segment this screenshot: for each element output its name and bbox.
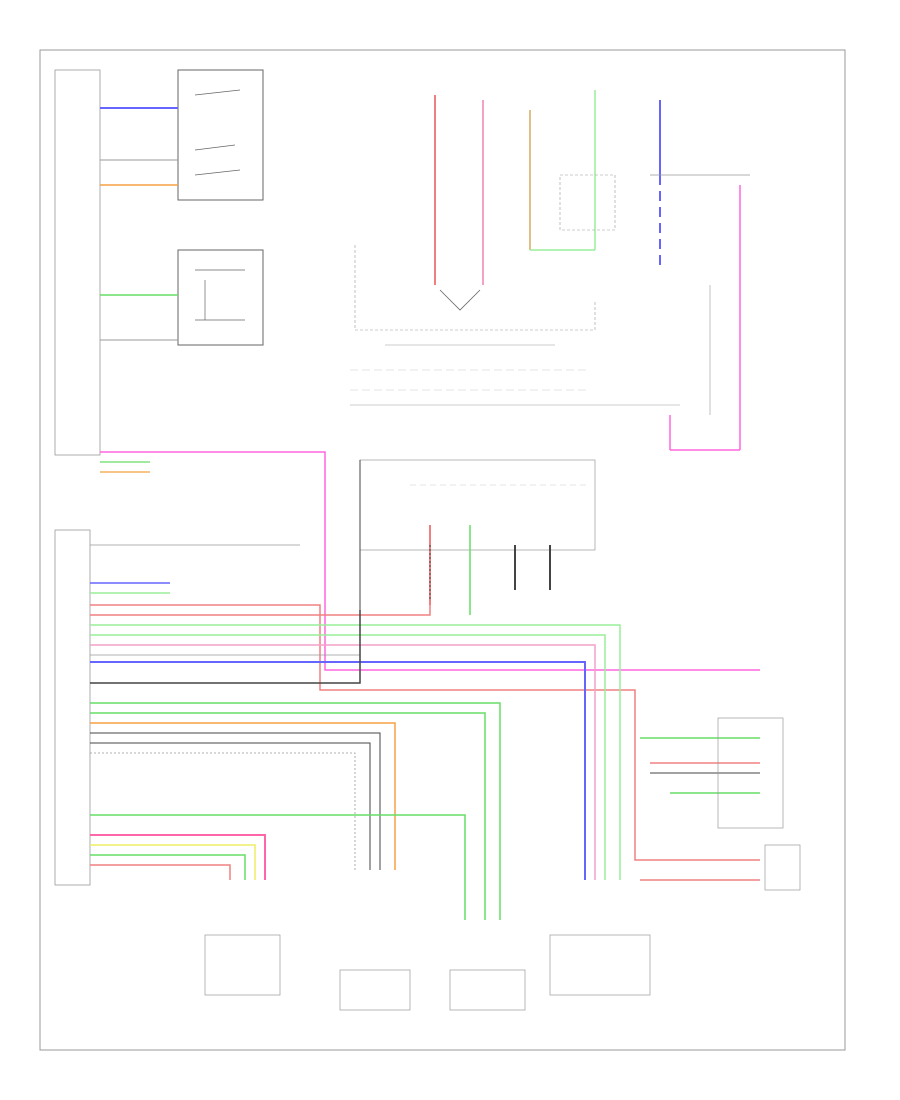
wire-black [90,742,371,870]
wire-green [90,814,466,920]
wire-green [90,702,501,920]
wire-green [90,854,246,880]
wire-magenta [90,834,266,880]
relay-coil [439,289,481,311]
component-box [717,717,784,829]
combination-meter-connector [54,69,101,456]
relay-box [559,174,616,231]
left-headlight-assembly [204,934,281,996]
wire-pink [90,644,596,880]
light-control-switch [177,69,264,201]
headlight-ecu-connector [54,529,91,886]
wire-red [90,604,760,861]
wire-gray [90,752,356,870]
fuse-relay-area [350,90,680,406]
control-module-left [54,69,101,886]
component-box [764,844,801,891]
main-harness [90,451,760,920]
wire-orange [90,722,396,870]
dimmer-switch [177,249,264,346]
wire-red [90,864,231,880]
wire-magenta [100,451,760,671]
bottom-components [204,934,651,1011]
right-connectors [640,717,801,891]
diagram-frame [39,49,846,1051]
front-height-sensor-right [449,969,526,1011]
middle-connector-block [359,459,596,615]
relay-outline [354,245,596,331]
right-pink-loop [650,174,750,451]
wire-yellow [90,844,256,880]
wire-light-green [90,634,606,880]
wire-blue [90,661,586,880]
wire-black [90,610,361,684]
front-height-sensor-left [339,969,411,1011]
wire-black [90,732,381,870]
right-headlight-assembly [549,934,651,996]
wire-red [90,605,431,616]
wire-light-green [90,624,621,880]
wire-green [90,712,486,920]
